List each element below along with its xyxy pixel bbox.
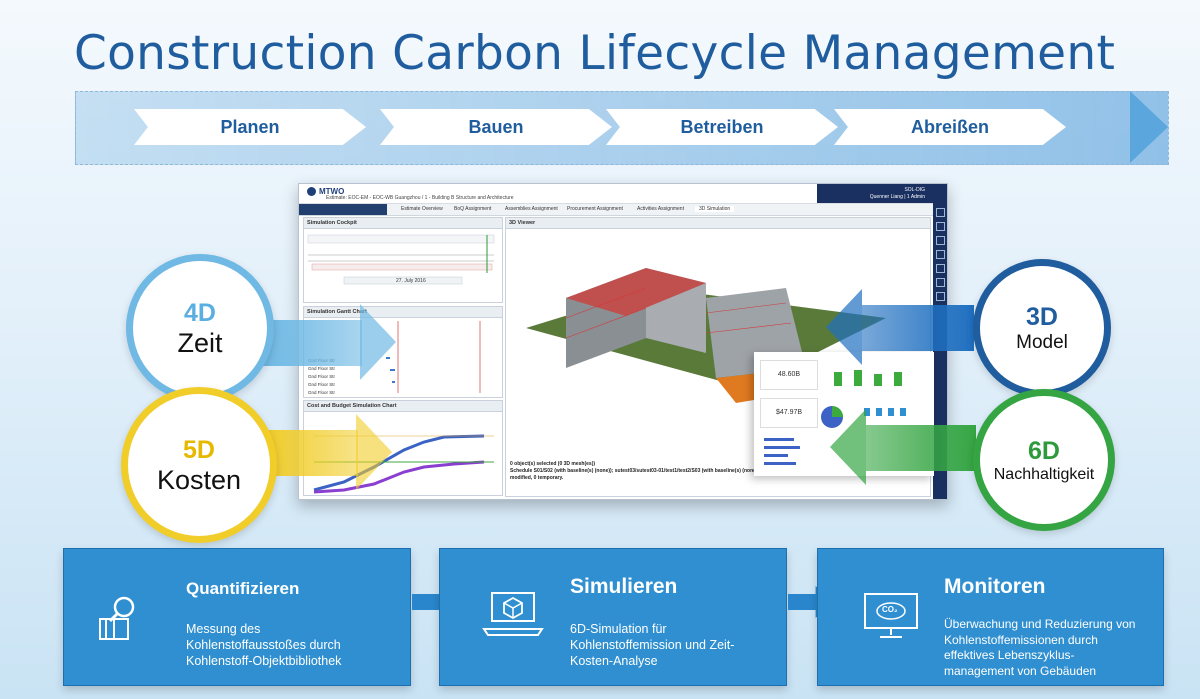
box-description: Messung des Kohlenstoffausstoßes durch K… — [186, 621, 341, 669]
arrow-6d-body — [866, 425, 976, 471]
tab-toolbar-icons — [299, 204, 387, 215]
dimension-label: Model — [1016, 332, 1068, 353]
phase-betreiben: Betreiben — [606, 109, 838, 145]
sidebar-icon[interactable] — [935, 236, 945, 245]
lifecycle-arrow-head — [1130, 91, 1168, 163]
desc-line: Messung des — [186, 622, 261, 636]
status-line: Schedule S01/S02 (with baseline(s) (none… — [510, 468, 763, 474]
arrow-4d-body — [262, 320, 362, 366]
logo-icon — [307, 187, 316, 197]
tab-procurement-assignment[interactable]: Procurement Assignment — [567, 206, 623, 212]
gantt-row: Gnd Floor Str — [308, 390, 336, 395]
laptop-cube-icon — [482, 592, 544, 636]
app-header: MTWO Estimate: EOC-EM - EOC-WB Guangzhou… — [299, 184, 947, 204]
sidebar-icon[interactable] — [935, 250, 945, 259]
arrow-4d-head — [360, 304, 396, 380]
logo-text: MTWO — [319, 187, 345, 196]
app-user: SOL-DIG Quenner Liang | 1 Admin — [870, 187, 925, 201]
header-dark-strip — [817, 184, 947, 203]
desc-line: Kohlenstoffemission und Zeit- — [570, 638, 735, 652]
box-title: Quantifizieren — [186, 579, 300, 598]
cockpit-date: 27. July 2016 — [396, 278, 426, 284]
user-line2: Quenner Liang | 1 Admin — [869, 194, 925, 200]
desc-line: Überwachung und Reduzierung von — [944, 617, 1136, 631]
app-tabbar: Estimate Overview BoQ Assignment Assembl… — [299, 204, 947, 216]
sidebar-icon[interactable] — [935, 222, 945, 231]
dimension-label: Zeit — [177, 327, 223, 358]
arrow-6d-head — [830, 409, 866, 485]
dimension-label: Kosten — [156, 464, 242, 495]
panel-title: 3D Viewer — [506, 218, 930, 229]
phase-bauen: Bauen — [380, 109, 612, 145]
page-title: Construction Carbon Lifecycle Management — [74, 26, 1116, 81]
panel-simulation-cockpit: Simulation Cockpit 27. July 2016 — [303, 217, 503, 303]
tab-estimate-overview[interactable]: Estimate Overview — [401, 206, 443, 212]
sidebar-icon[interactable] — [935, 278, 945, 287]
sidebar-icon[interactable] — [935, 292, 945, 301]
arrow-3d-head — [826, 289, 862, 365]
monitor-co2-icon — [864, 593, 918, 638]
desc-line: Kohlenstoffausstoßes durch — [186, 638, 341, 652]
box-quantifizieren: Quantifizieren Messung des Kohlenstoffau… — [63, 548, 411, 686]
cockpit-timeline — [307, 234, 495, 285]
dimension-code: 3D — [1026, 303, 1058, 331]
tab-3d-simulation[interactable]: 3D Simulation — [695, 206, 735, 212]
dimension-label: Nachhaltigkeit — [993, 466, 1095, 483]
tab-boq-assignment[interactable]: BoQ Assignment — [454, 206, 492, 212]
desc-line: Kohlenstoffemissionen durch — [944, 632, 1098, 647]
panel-title: Simulation Cockpit — [304, 218, 502, 229]
phase-planen: Planen — [134, 109, 366, 145]
kpi-value-1: 48.60B — [760, 360, 818, 390]
box-description: Überwachung und Reduzierung von Kohlenst… — [944, 617, 1135, 679]
phase-abreissen: Abreißen — [834, 109, 1066, 145]
desc-line: Kohlenstoff-Objektbibliothek — [186, 654, 342, 668]
box-title: Simulieren — [570, 575, 678, 598]
tab-assemblies-assignment[interactable]: Assemblies Assignment — [505, 206, 558, 212]
desc-line: 6D-Simulation für — [570, 622, 667, 636]
kpi-value-2: $47.97B — [760, 398, 818, 428]
status-line: modified, 0 temporary. — [510, 475, 564, 481]
sidebar-icon[interactable] — [935, 208, 945, 217]
gantt-row: Gnd Floor Str — [308, 366, 336, 371]
dimension-6d: 6D Nachhaltigkeit — [973, 389, 1115, 531]
desc-line: management von Gebäuden — [944, 663, 1097, 678]
desc-line: Kosten-Analyse — [570, 654, 658, 668]
panel-title: Simulation Gantt Chart — [304, 307, 502, 318]
box-description: 6D-Simulation für Kohlenstoffemission un… — [570, 621, 734, 669]
arrow-5d-head — [356, 414, 392, 490]
scale-book-icon — [99, 596, 135, 640]
gantt-row: Gnd Floor Str — [308, 374, 336, 379]
user-line1: SOL-DIG — [904, 187, 925, 193]
box-simulieren: Simulieren 6D-Simulation für Kohlenstoff… — [439, 548, 787, 686]
desc-line: effektives Lebenszyklus- — [944, 648, 1075, 662]
status-line: 0 object(s) selected (0 3D mesh(es)) — [510, 461, 596, 467]
viewer-status: 0 object(s) selected (0 3D mesh(es)) Sch… — [510, 461, 762, 482]
arrow-3d-body — [862, 305, 974, 351]
app-breadcrumb: Estimate: EOC-EM - EOC-WB Guangzhou / 1 … — [326, 195, 514, 201]
arrow-5d-body — [268, 430, 358, 476]
co2-label: CO₂ — [882, 605, 898, 614]
panel-title: Cost and Budget Simulation Chart — [304, 401, 502, 412]
dimension-code: 5D — [183, 435, 215, 464]
dimension-code: 4D — [184, 298, 216, 327]
app-logo: MTWO — [307, 187, 345, 197]
box-monitoren: CO₂ Monitoren Überwachung und Reduzierun… — [817, 548, 1164, 686]
dimension-4d: 4D Zeit — [126, 254, 274, 402]
dimension-3d: 3D Model — [973, 259, 1111, 397]
dimension-code: 6D — [1028, 437, 1060, 465]
sidebar-icon[interactable] — [935, 264, 945, 273]
tab-activities-assignment[interactable]: Activities Assignment — [637, 206, 684, 212]
dimension-5d: 5D Kosten — [121, 387, 277, 543]
gantt-row: Gnd Floor Str — [308, 382, 336, 387]
box-title: Monitoren — [944, 575, 1046, 598]
